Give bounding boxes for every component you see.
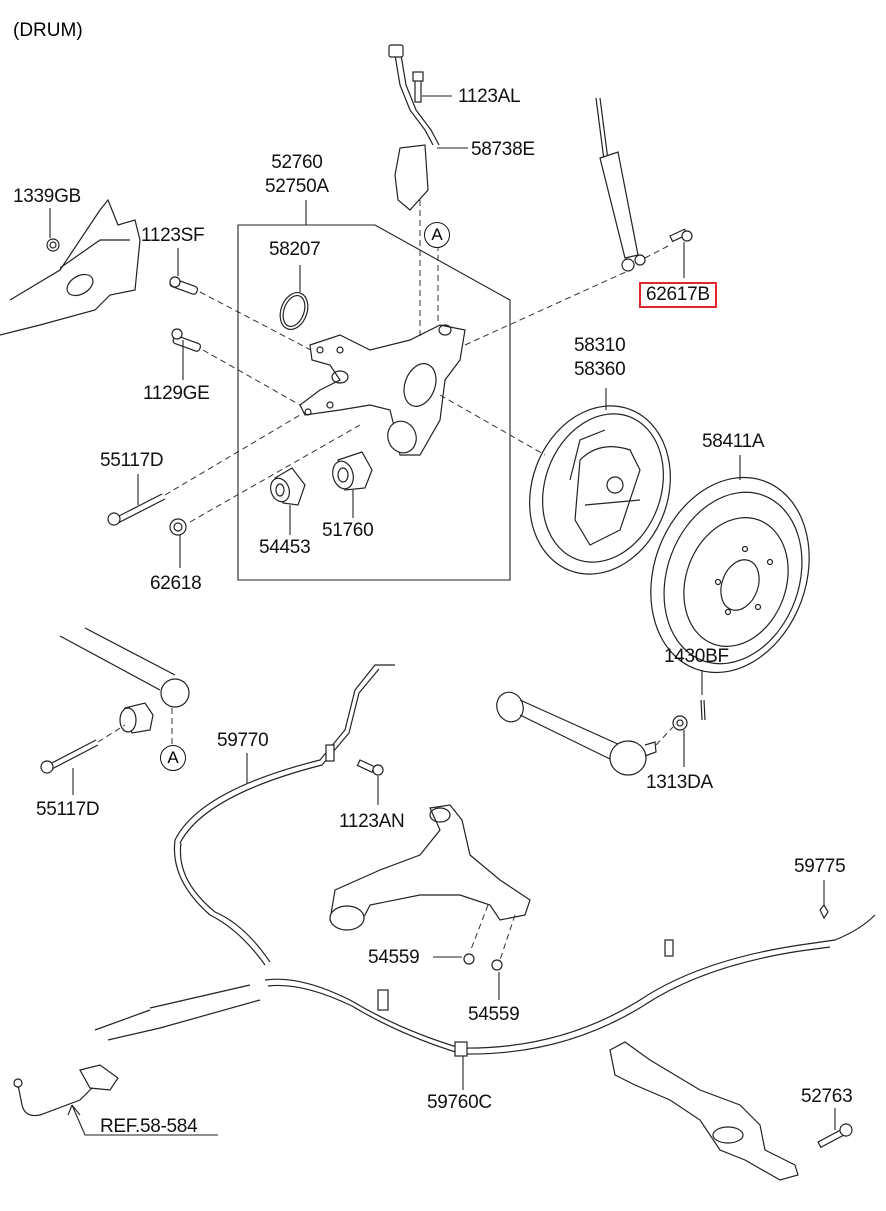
part-label-1339GB[interactable]: 1339GB bbox=[13, 186, 81, 207]
callout-marker-a-top: A bbox=[424, 222, 450, 248]
part-label-59770[interactable]: 59770 bbox=[217, 730, 269, 751]
part-label-52750A[interactable]: 52750A bbox=[265, 176, 329, 197]
clip-59775-drawing bbox=[819, 903, 829, 920]
nut-62618-drawing bbox=[169, 518, 187, 536]
callout-marker-a-bottom: A bbox=[160, 745, 186, 771]
dash-1129GE bbox=[202, 349, 301, 406]
ref-58-584-part-drawing bbox=[13, 1064, 119, 1117]
bolt-1123AN-drawing bbox=[356, 759, 384, 776]
part-label-62618[interactable]: 62618 bbox=[150, 573, 202, 594]
ref-arrow bbox=[67, 1104, 218, 1136]
part-label-51760[interactable]: 51760 bbox=[322, 520, 374, 541]
part-label-58207[interactable]: 58207 bbox=[269, 239, 321, 260]
part-label-1129GE[interactable]: 1129GE bbox=[143, 383, 210, 404]
part-label-1430BF[interactable]: 1430BF bbox=[664, 646, 729, 667]
part-label-1123AL[interactable]: 1123AL bbox=[458, 86, 521, 107]
part-label-1123AN[interactable]: 1123AN bbox=[339, 811, 405, 832]
parking-cable-59770-drawing bbox=[173, 664, 395, 966]
dash-62618 bbox=[189, 424, 361, 523]
part-label-62617B-selected[interactable]: 62617B bbox=[639, 282, 717, 308]
part-label-58411A[interactable]: 58411A bbox=[702, 431, 765, 452]
part-label-54453[interactable]: 54453 bbox=[259, 537, 311, 558]
bolt-52763-drawing bbox=[817, 1123, 853, 1149]
part-label-55117D-top[interactable]: 55117D bbox=[100, 450, 164, 471]
dash-knuckle-shock bbox=[464, 269, 631, 346]
ring-58207-drawing bbox=[279, 292, 309, 330]
part-label-58310-58360[interactable]: 58310 58360 bbox=[574, 334, 626, 382]
bolt-1123SF-drawing bbox=[169, 276, 199, 295]
part-label-58738E[interactable]: 58738E bbox=[471, 139, 535, 160]
reference-label[interactable]: REF.58-584 bbox=[100, 1116, 198, 1137]
bolt-62617B-drawing bbox=[669, 228, 693, 243]
nut-1313DA-drawing bbox=[672, 715, 688, 731]
trailing-arm-52763-drawing bbox=[609, 1041, 799, 1181]
bolt-1129GE-drawing bbox=[171, 328, 202, 352]
pin-1430BF-drawing bbox=[700, 699, 706, 721]
part-label-1123SF[interactable]: 1123SF bbox=[141, 225, 205, 246]
part-label-58360[interactable]: 58360 bbox=[574, 359, 626, 380]
part-label-59760C[interactable]: 59760C bbox=[427, 1092, 492, 1113]
nut-54559-a-drawing bbox=[463, 953, 475, 965]
parking-cable-59760C-drawing bbox=[94, 914, 876, 1057]
part-label-59775[interactable]: 59775 bbox=[794, 856, 846, 877]
bolt-55117D-bottom-drawing bbox=[40, 739, 99, 774]
dash-62617B bbox=[644, 244, 671, 259]
knuckle-assembly-frame bbox=[237, 224, 511, 581]
dash-1313DA bbox=[655, 726, 674, 746]
knuckle-drawing bbox=[299, 324, 466, 456]
part-label-52760-52750A[interactable]: 52760 52750A bbox=[265, 151, 329, 199]
bushing-54453-drawing bbox=[269, 467, 306, 506]
dash-55117D-bottom bbox=[97, 724, 126, 743]
nut-54559-b-drawing bbox=[491, 959, 503, 971]
dash-1123SF bbox=[199, 291, 331, 361]
dash-54559-a bbox=[469, 904, 489, 953]
shock-absorber-drawing bbox=[595, 97, 646, 272]
trailing-arm-bracket-drawing bbox=[0, 198, 141, 336]
diagram-title: (DRUM) bbox=[13, 20, 83, 41]
brake-drum-58411A-drawing bbox=[650, 476, 810, 674]
brake-hose-58738E-drawing bbox=[388, 44, 440, 211]
trailing-arm-lower-drawing bbox=[59, 627, 190, 734]
bushing-51760-drawing bbox=[332, 451, 373, 491]
dash-54559-b bbox=[499, 914, 516, 961]
part-label-52760[interactable]: 52760 bbox=[271, 152, 323, 173]
part-label-1313DA[interactable]: 1313DA bbox=[646, 772, 713, 793]
brake-backing-plate-drawing bbox=[529, 405, 671, 575]
dash-knuckle-backplate bbox=[439, 394, 546, 456]
part-label-54559-a[interactable]: 54559 bbox=[368, 947, 420, 968]
part-label-58310[interactable]: 58310 bbox=[574, 335, 626, 356]
part-label-52763[interactable]: 52763 bbox=[801, 1086, 853, 1107]
dash-55117D-top bbox=[164, 414, 301, 496]
part-label-55117D-bottom[interactable]: 55117D bbox=[36, 799, 100, 820]
lateral-link-drawing bbox=[496, 691, 657, 776]
lower-control-arm-drawing bbox=[329, 804, 531, 931]
bolt-55117D-top-drawing bbox=[107, 493, 166, 526]
part-label-54559-b[interactable]: 54559 bbox=[468, 1004, 520, 1025]
